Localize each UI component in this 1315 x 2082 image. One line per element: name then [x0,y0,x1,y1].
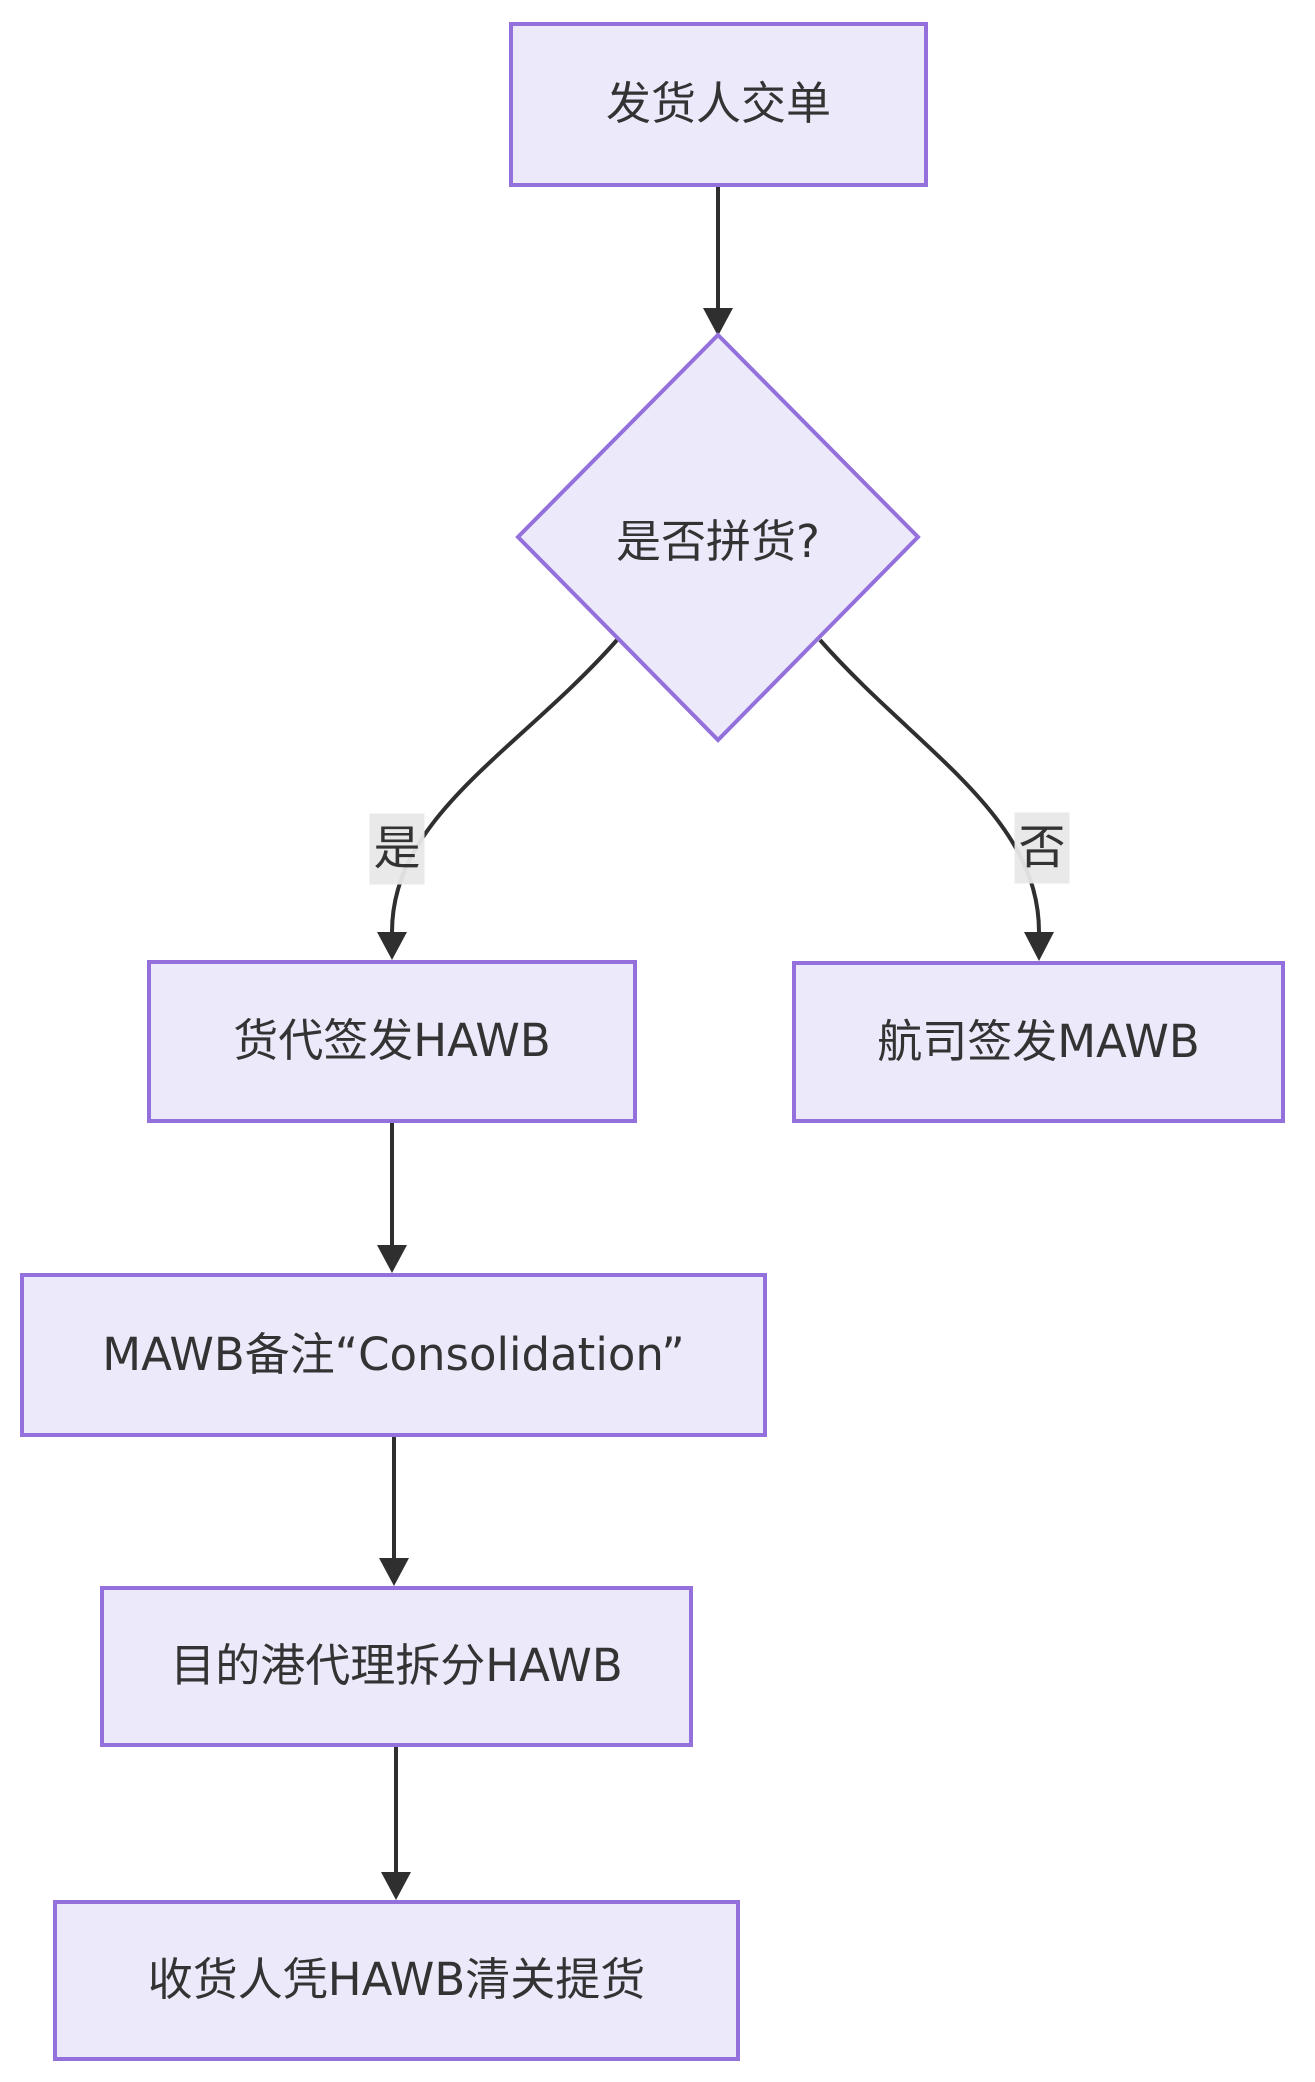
node-airline-mawb-label: 航司签发MAWB [877,1014,1200,1068]
decision-consolidation: 是否拼货? [518,335,918,740]
node-consignee-pickup: 收货人凭HAWB清关提货 [53,1900,740,2061]
node-destination-split-label: 目的港代理拆分HAWB [170,1639,623,1693]
decision-consolidation-label: 是否拼货? [616,515,820,568]
edge-label-no: 否 [1014,812,1070,884]
node-shipper-submit: 发货人交单 [509,22,928,187]
node-destination-split: 目的港代理拆分HAWB [100,1586,693,1747]
arrowhead-hawb [377,932,407,960]
arrowhead-mawb [1024,932,1054,961]
arrowhead-pickup [381,1872,411,1900]
arrowhead-note [377,1245,407,1273]
node-airline-mawb: 航司签发MAWB [792,961,1285,1123]
node-consignee-pickup-label: 收货人凭HAWB清关提货 [147,1953,646,2007]
edge-label-yes: 是 [369,813,425,885]
node-mawb-remark: MAWB备注“Consolidation” [20,1273,767,1437]
decision-diamond-shape [515,332,921,743]
node-forwarder-hawb: 货代签发HAWB [147,960,637,1123]
node-mawb-remark-label: MAWB备注“Consolidation” [102,1327,685,1381]
node-shipper-submit-label: 发货人交单 [605,77,831,131]
arrowhead-decision [703,308,733,336]
node-forwarder-hawb-label: 货代签发HAWB [233,1014,551,1068]
edge-decision-mawb [818,638,1041,933]
edge-decision-hawb [390,638,619,933]
arrowhead-split [379,1558,409,1586]
